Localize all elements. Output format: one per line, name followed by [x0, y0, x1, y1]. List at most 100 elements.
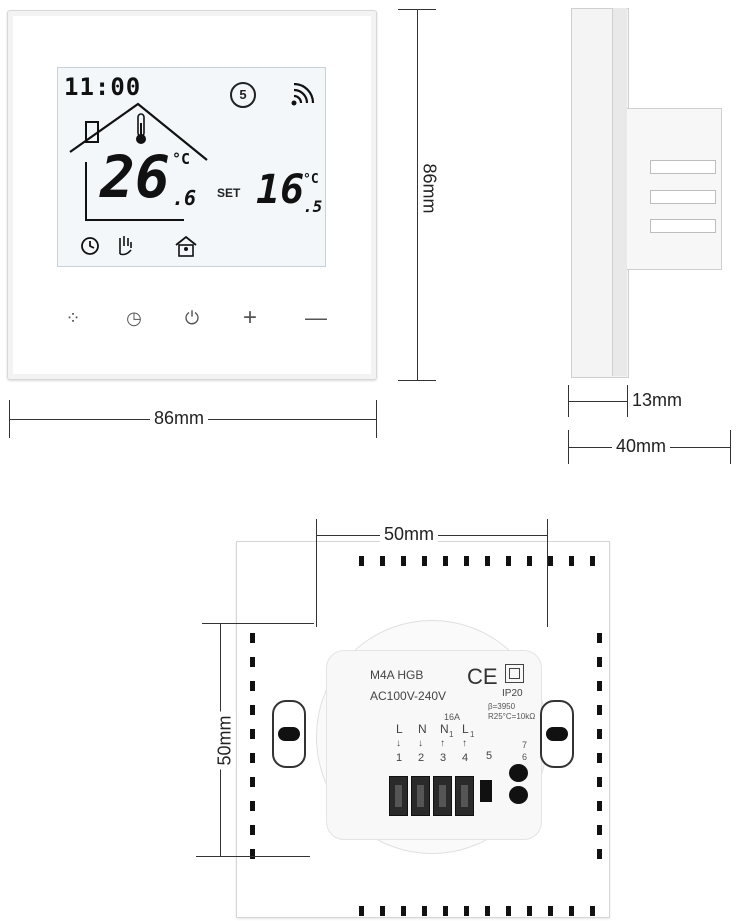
vent-slit: [401, 906, 406, 916]
dim-tick: [547, 519, 548, 627]
vent-slit: [250, 825, 255, 835]
vent-slit: [250, 657, 255, 667]
grid-icon: ⁘: [65, 307, 81, 328]
terminal-number-1: 1: [396, 752, 403, 764]
mounting-slot-right: [540, 700, 574, 768]
current-rating: 16A: [444, 712, 461, 722]
clock-icon: ◷: [126, 307, 142, 328]
vent-slit: [597, 681, 602, 691]
terminal-label-2: N: [418, 722, 427, 736]
power-icon: ⏻: [184, 307, 200, 328]
terminal-block-2: [411, 776, 430, 816]
vent-slit: [401, 556, 406, 566]
room-temperature: 26: [100, 143, 170, 211]
vent-slit: [569, 906, 574, 916]
room-temp-unit: °C: [172, 150, 191, 168]
vent-slit: [380, 906, 385, 916]
vent-slit: [597, 729, 602, 739]
vent-slit: [597, 777, 602, 787]
terminal-block-5: [480, 780, 492, 802]
vent-slit: [597, 825, 602, 835]
vent-slit: [443, 906, 448, 916]
terminal-block-3: [433, 776, 452, 816]
terminal-number-3: 3: [440, 752, 447, 764]
vent-slit: [250, 777, 255, 787]
vent-slit: [250, 849, 255, 859]
arrow-up-icon: ↑: [440, 738, 445, 749]
plus-button[interactable]: +: [236, 304, 264, 332]
set-temp-decimal: .5: [303, 197, 323, 216]
lcd-display: [57, 67, 326, 267]
vent-slit: [250, 729, 255, 739]
clock-button[interactable]: ◷: [120, 304, 148, 332]
sensor-resistance: R25°C=10kΩ: [488, 712, 536, 721]
vent-slit: [597, 753, 602, 763]
side-depth-total-label: 40mm: [612, 436, 671, 457]
vent-slit: [590, 556, 595, 566]
sensor-terminal-hole: [509, 764, 528, 782]
terminal-label-3: N: [440, 722, 449, 736]
set-temp-unit: °C: [303, 172, 319, 187]
room-temp-decimal: .6: [172, 186, 197, 210]
vent-slit: [250, 801, 255, 811]
vent-slit: [380, 556, 385, 566]
vent-slit: [359, 556, 364, 566]
vent-slit: [422, 556, 427, 566]
sensor-terminal-hole: [509, 786, 528, 804]
set-label: SET: [217, 186, 241, 200]
away-home-icon: [175, 235, 197, 257]
dim-tick: [316, 519, 317, 627]
minus-button[interactable]: —: [302, 304, 330, 332]
terminal-label-4: L: [462, 722, 469, 736]
front-width-label: 86mm: [150, 408, 209, 429]
dim-tick: [202, 623, 314, 624]
side-slot: [650, 190, 716, 204]
vent-slit: [250, 753, 255, 763]
model-label: M4A HGB: [370, 668, 424, 682]
vent-slit: [250, 705, 255, 715]
vent-slit: [597, 849, 602, 859]
power-button[interactable]: ⏻: [178, 304, 206, 332]
ce-mark: CE: [467, 664, 498, 689]
terminal-label-1: L: [396, 722, 403, 736]
minus-icon: —: [305, 305, 327, 330]
vent-slit: [250, 681, 255, 691]
sensor-beta: β=3950: [488, 702, 516, 711]
vent-slit: [506, 906, 511, 916]
vent-slit: [597, 633, 602, 643]
vent-slit: [485, 906, 490, 916]
vent-slit: [443, 556, 448, 566]
terminal-block-4: [455, 776, 474, 816]
side-view-backbox: [627, 108, 722, 270]
terminal-number-2: 2: [418, 752, 425, 764]
vent-slit: [359, 906, 364, 916]
arrow-up-icon: ↑: [462, 738, 467, 749]
vent-slit: [597, 801, 602, 811]
vent-slit: [422, 906, 427, 916]
sensor-terminal-6: 6: [522, 752, 528, 762]
terminal-sub-4: 1: [470, 730, 475, 739]
arrow-down-icon: ↓: [396, 738, 401, 749]
vent-slit: [464, 556, 469, 566]
plus-icon: +: [242, 304, 257, 331]
front-height-line: [417, 9, 418, 381]
mounting-slot-left: [272, 700, 306, 768]
vent-slit: [485, 556, 490, 566]
front-height-label: 86mm: [418, 159, 440, 218]
vent-slit: [506, 556, 511, 566]
terminal-block-1: [389, 776, 408, 816]
dim-tick: [196, 856, 310, 857]
set-temperature: 16: [256, 167, 305, 213]
terminal-sub-3: 1: [449, 730, 454, 739]
vent-slit: [548, 556, 553, 566]
vent-slit: [250, 633, 255, 643]
manual-hand-icon: [119, 236, 132, 256]
vent-slit: [597, 657, 602, 667]
sensor-terminal-7: 7: [522, 740, 528, 750]
back-width-label: 50mm: [380, 524, 439, 545]
vent-slit: [569, 556, 574, 566]
vent-slit: [590, 906, 595, 916]
program-number: 5: [230, 82, 256, 108]
menu-button[interactable]: ⁘: [59, 304, 87, 332]
dim-tick: [730, 430, 731, 464]
